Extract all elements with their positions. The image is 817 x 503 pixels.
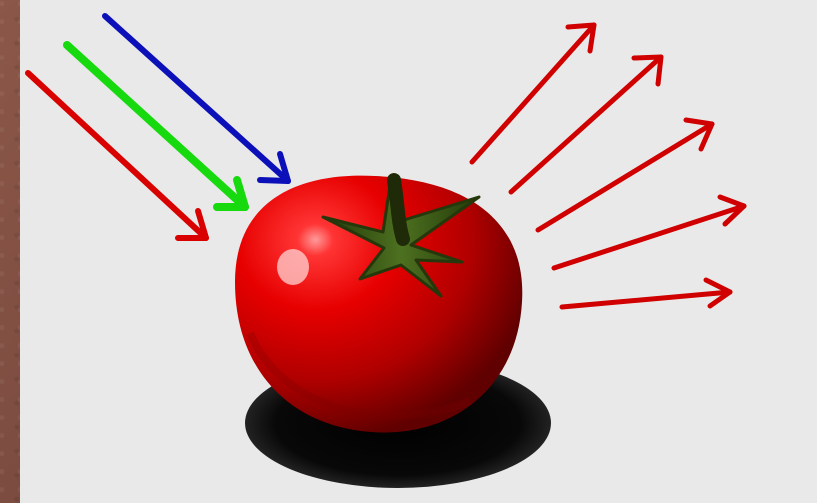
incoming-rays bbox=[28, 16, 288, 238]
reflected-ray-5-arrow-icon bbox=[562, 280, 730, 307]
reflected-ray-1-arrow-icon bbox=[472, 25, 594, 162]
incoming-red-arrow-icon bbox=[28, 73, 206, 238]
reflected-ray-4-arrow-icon bbox=[554, 197, 744, 268]
reflected-ray-2-arrow-icon bbox=[511, 57, 661, 192]
reflected-ray-3-arrow-icon bbox=[538, 120, 712, 230]
incoming-green-arrow-icon bbox=[67, 45, 245, 207]
incoming-blue-arrow-icon bbox=[105, 16, 288, 181]
